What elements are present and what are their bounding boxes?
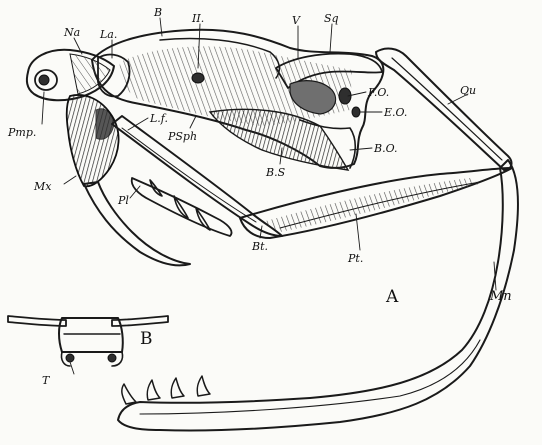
label-premaxilla: Pmp.: [7, 126, 36, 139]
label-foramen-ii: II.: [191, 12, 204, 25]
label-maxilla: Mx: [33, 180, 52, 193]
label-figure-a: A: [385, 287, 399, 307]
label-bo: B.O.: [373, 142, 397, 155]
label-transpalatine: Bt.: [251, 240, 268, 253]
label-fo: F.O.: [367, 86, 389, 99]
label-palatine: Pl: [117, 194, 129, 207]
label-quadrate: Qu: [460, 84, 476, 97]
label-trigeminal-v: V: [292, 14, 301, 27]
label-nasal: Na: [63, 26, 80, 39]
cranium: [92, 30, 383, 170]
label-pterygoid: Pt.: [347, 252, 363, 265]
label-lf: L.f.: [149, 112, 168, 125]
label-lacrimal: La.: [99, 28, 117, 41]
snout: [27, 50, 130, 101]
label-eo: E.O.: [383, 106, 407, 119]
label-squamosal: Sq: [324, 12, 339, 25]
label-bs: B.S: [265, 166, 286, 179]
label-b-top: B: [153, 6, 162, 19]
label-t: T: [42, 374, 51, 387]
label-mandible: Mn: [489, 289, 512, 304]
label-figure-b: B: [140, 329, 153, 349]
label-parasphenoid: PSph: [167, 130, 197, 143]
